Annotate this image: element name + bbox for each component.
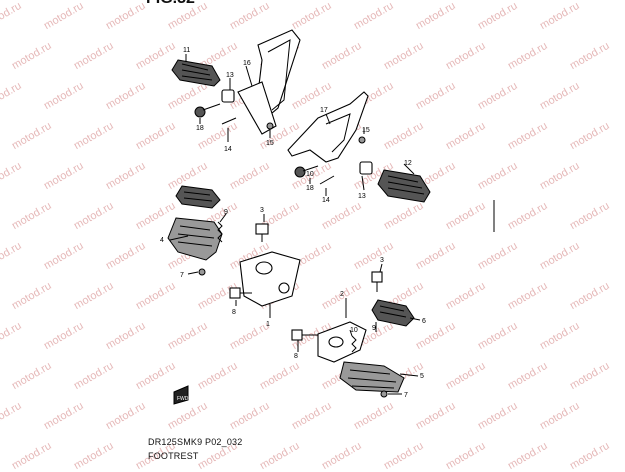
front-right-footpeg-rubber [371,299,415,327]
callout-2: 2 [340,291,344,298]
callout-9: 9 [224,209,228,216]
callout-10: 10 [306,171,314,178]
callout-4: 4 [160,237,164,244]
rear-left-pin [221,117,237,125]
figure-title: FIG.32 [146,0,195,8]
diagram-code: DR125SMK9 P02_032 [148,437,243,447]
callout-14: 14 [224,146,232,153]
front-left-bolt-8 [229,287,252,299]
part-callouts: 11 13 16 18 14 15 17 15 12 10 18 13 14 3… [160,47,426,402]
callout-12: 12 [404,160,412,167]
callout-leader-lines [169,54,421,395]
callout-11: 11 [183,47,190,54]
front-left-footrest-bracket [239,251,301,307]
front-right-footrest-bracket [317,321,367,363]
callout-5: 5 [420,373,424,380]
rear-right-footpeg [377,169,431,203]
callout-15: 15 [266,140,274,147]
front-left-footpeg [167,217,223,261]
rear-left-bushing [221,89,235,103]
diagram-title: FOOTREST [148,451,199,461]
callout-8: 8 [232,309,236,316]
rear-right-bolt [294,165,319,178]
callout-1: 1 [266,321,270,328]
rear-right-clip [358,136,366,144]
fwd-arrow-icon [173,385,189,405]
rear-left-footrest-bracket [237,29,301,135]
front-left-clip [198,268,206,276]
callout-9-right: 9 [372,325,376,332]
callout-13-right: 13 [358,193,366,200]
front-right-bolt-8 [291,329,318,341]
rear-right-footrest-bracket [287,91,369,163]
callout-18: 18 [196,125,204,132]
callout-8-right: 8 [294,353,298,360]
callout-14-right: 14 [322,197,330,204]
callout-7-right: 7 [404,392,408,399]
front-right-spring [351,335,357,353]
callout-6: 6 [422,318,426,325]
callout-10-lower: 10 [350,327,358,334]
rear-left-footpeg [171,59,221,87]
rear-right-pin [319,175,335,185]
front-right-bolt-3 [371,271,383,292]
callout-3: 3 [260,207,264,214]
callout-17: 17 [320,107,328,114]
callout-18-right: 18 [306,185,314,192]
callout-7: 7 [180,272,184,279]
rear-left-clip [266,122,274,130]
front-right-footpeg [339,361,405,393]
front-left-spring [217,221,223,243]
front-left-footpeg-rubber [175,185,221,209]
fwd-label: FWD [177,396,189,402]
front-left-bolt-3 [255,223,269,242]
callout-15-right: 15 [362,127,370,134]
callout-13: 13 [226,72,234,79]
callout-3-right: 3 [380,257,384,264]
callout-16: 16 [243,60,251,67]
front-right-clip [380,390,388,398]
rear-left-bolt [194,103,221,118]
rear-right-bushing [359,161,373,175]
